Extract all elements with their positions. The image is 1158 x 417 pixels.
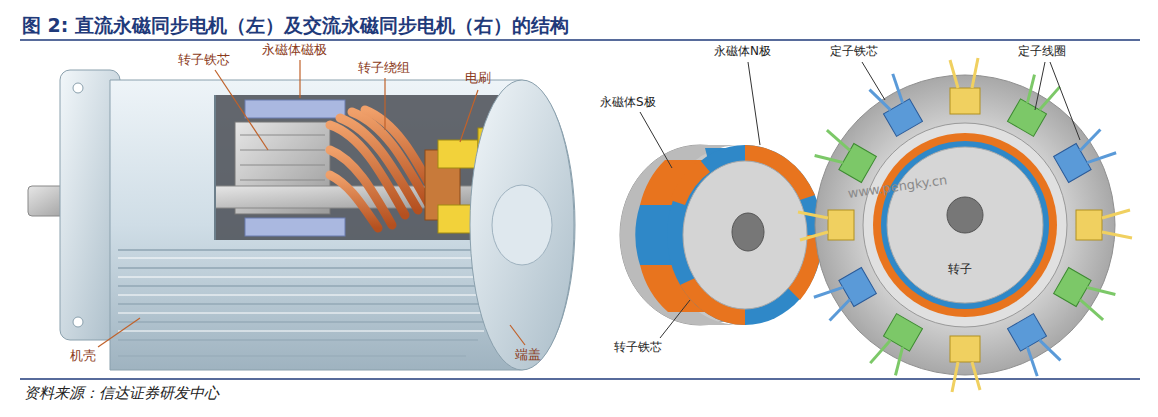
footer-rule (20, 378, 1140, 380)
part-label: 转子铁芯 (614, 340, 662, 354)
part-label: 转子绕组 (358, 60, 410, 76)
part-label: 转子铁芯 (178, 52, 230, 68)
header-rule (20, 39, 1140, 41)
part-label: 机壳 (70, 348, 96, 364)
source-caption: 资料来源：信达证券研发中心 (24, 384, 219, 402)
part-label: 电刷 (465, 70, 491, 86)
figure-title: 图 2: 直流永磁同步电机（左）及交流永磁同步电机（右）的结构 (22, 14, 569, 37)
part-label: 永磁体N极 (714, 44, 771, 58)
part-label: 定子铁芯 (830, 44, 878, 58)
ac-stator (798, 58, 1132, 392)
part-label: 永磁体磁极 (262, 42, 327, 58)
part-label: 转子 (948, 262, 972, 276)
part-label: 永磁体S极 (600, 95, 656, 109)
part-label: 端盖 (515, 347, 541, 363)
dc-motor (28, 60, 575, 370)
part-label: 定子线圈 (1018, 44, 1066, 58)
